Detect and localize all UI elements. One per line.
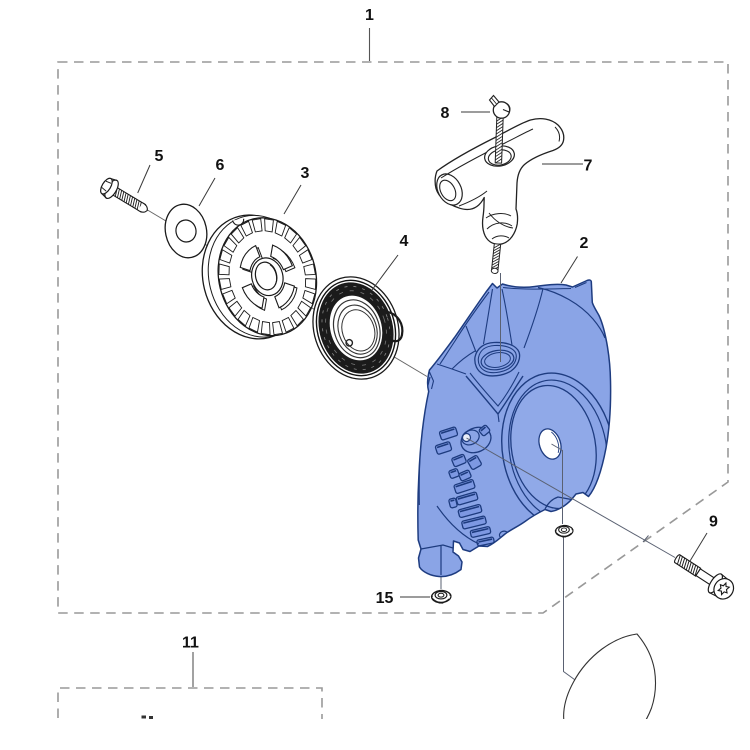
svg-text:6: 6	[216, 157, 225, 174]
svg-text:1: 1	[365, 7, 374, 24]
svg-text:2: 2	[580, 235, 589, 252]
svg-text:3: 3	[301, 165, 310, 182]
svg-text:5: 5	[155, 148, 164, 165]
svg-text:11: 11	[182, 635, 199, 652]
svg-text:15: 15	[376, 590, 394, 607]
svg-text:8: 8	[441, 105, 450, 122]
svg-text:9: 9	[709, 514, 718, 531]
svg-text:4: 4	[400, 233, 409, 250]
svg-text:7: 7	[584, 158, 593, 175]
